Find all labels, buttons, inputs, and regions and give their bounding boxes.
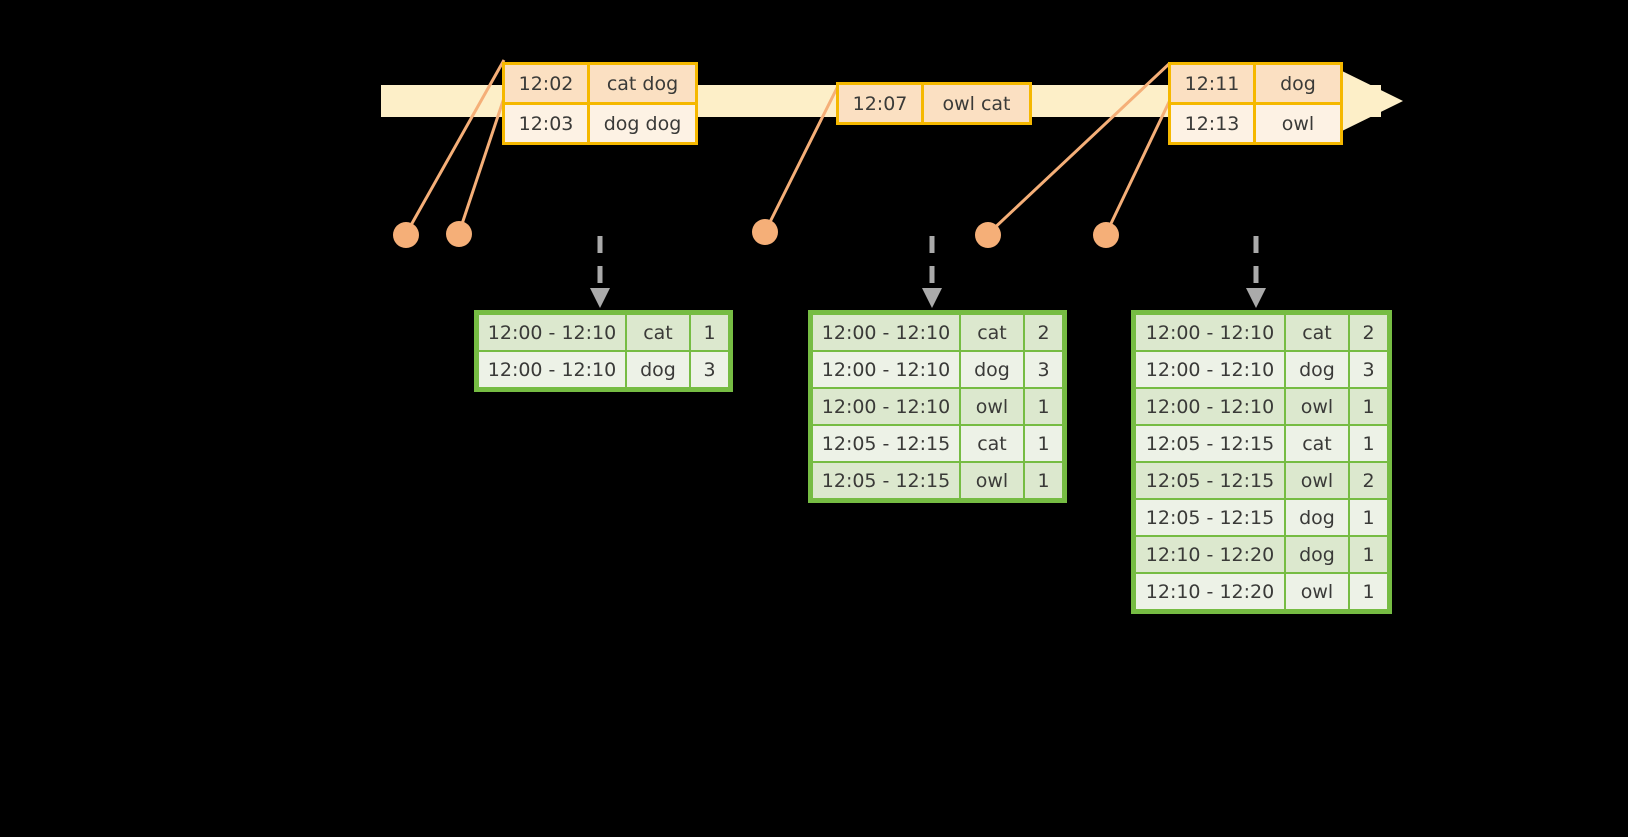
table-row: 12:00 - 12:10 cat 2 — [812, 314, 1063, 351]
cell-window: 12:05 - 12:15 — [1136, 500, 1284, 535]
snapshot-arrow-1 — [590, 236, 610, 308]
table-row: 12:00 - 12:10 owl 1 — [812, 388, 1063, 425]
cell-count: 1 — [1350, 574, 1387, 609]
connector-line-1202 — [404, 59, 506, 235]
cell-word: cat — [627, 315, 689, 350]
result-table-1: 12:00 - 12:10 cat 1 12:00 - 12:10 dog 3 — [474, 310, 733, 392]
event-time: 12:13 — [1171, 105, 1256, 142]
cell-window: 12:00 - 12:10 — [813, 315, 959, 350]
cell-count: 1 — [1350, 426, 1387, 461]
event-words: cat dog — [590, 65, 695, 102]
table-row: 12:00 - 12:10 dog 3 — [812, 351, 1063, 388]
cell-window: 12:00 - 12:10 — [813, 389, 959, 424]
result-table-3: 12:00 - 12:10 cat 2 12:00 - 12:10 dog 3 … — [1131, 310, 1392, 614]
event-dot-1203 — [446, 221, 472, 247]
cell-count: 1 — [691, 315, 728, 350]
snapshot-arrow-3 — [1246, 236, 1266, 308]
event-words: dog — [1256, 65, 1340, 102]
event-group-2: 12:07 owl cat — [836, 82, 1032, 125]
cell-count: 3 — [1025, 352, 1062, 387]
cell-word: owl — [1286, 463, 1348, 498]
event-time: 12:02 — [505, 65, 590, 102]
cell-count: 1 — [1025, 426, 1062, 461]
event-dot-1202 — [393, 222, 419, 248]
cell-word: dog — [961, 352, 1023, 387]
event-dot-1207 — [752, 219, 778, 245]
event-row: 12:11 dog — [1171, 65, 1340, 102]
event-group-1: 12:02 cat dog 12:03 dog dog — [502, 62, 698, 145]
table-row: 12:05 - 12:15 owl 2 — [1135, 462, 1388, 499]
connector-line-1213 — [1104, 99, 1172, 235]
cell-word: owl — [1286, 574, 1348, 609]
event-words: dog dog — [590, 105, 695, 142]
event-dot-1213 — [1093, 222, 1119, 248]
result-table-2: 12:00 - 12:10 cat 2 12:00 - 12:10 dog 3 … — [808, 310, 1067, 503]
table-row: 12:10 - 12:20 owl 1 — [1135, 573, 1388, 610]
cell-count: 1 — [1350, 537, 1387, 572]
cell-window: 12:05 - 12:15 — [1136, 426, 1284, 461]
cell-window: 12:10 - 12:20 — [1136, 574, 1284, 609]
cell-word: owl — [1286, 389, 1348, 424]
event-group-3: 12:11 dog 12:13 owl — [1168, 62, 1343, 145]
connector-line-1203 — [457, 97, 506, 234]
table-row: 12:05 - 12:15 cat 1 — [812, 425, 1063, 462]
table-row: 12:00 - 12:10 cat 1 — [478, 314, 729, 351]
event-time: 12:11 — [1171, 65, 1256, 102]
cell-window: 12:05 - 12:15 — [813, 426, 959, 461]
cell-word: dog — [1286, 500, 1348, 535]
table-row: 12:00 - 12:10 owl 1 — [1135, 388, 1388, 425]
cell-window: 12:10 - 12:20 — [1136, 537, 1284, 572]
cell-word: cat — [1286, 315, 1348, 350]
cell-window: 12:05 - 12:15 — [1136, 463, 1284, 498]
cell-count: 1 — [1025, 463, 1062, 498]
cell-window: 12:00 - 12:10 — [1136, 389, 1284, 424]
cell-window: 12:00 - 12:10 — [1136, 352, 1284, 387]
cell-window: 12:00 - 12:10 — [479, 315, 625, 350]
event-dot-1211 — [975, 222, 1001, 248]
cell-count: 1 — [1350, 500, 1387, 535]
cell-word: cat — [961, 315, 1023, 350]
cell-count: 3 — [691, 352, 728, 387]
table-row: 12:00 - 12:10 dog 3 — [1135, 351, 1388, 388]
event-words: owl cat — [924, 85, 1029, 122]
table-row: 12:05 - 12:15 owl 1 — [812, 462, 1063, 499]
event-row: 12:02 cat dog — [505, 65, 695, 102]
table-row: 12:10 - 12:20 dog 1 — [1135, 536, 1388, 573]
cell-window: 12:05 - 12:15 — [813, 463, 959, 498]
event-row: 12:03 dog dog — [505, 102, 695, 142]
cell-count: 3 — [1350, 352, 1387, 387]
event-time: 12:03 — [505, 105, 590, 142]
table-row: 12:05 - 12:15 cat 1 — [1135, 425, 1388, 462]
snapshot-arrow-2 — [922, 236, 942, 308]
event-words: owl — [1256, 105, 1340, 142]
snapshot-arrows — [590, 236, 1266, 308]
cell-word: owl — [961, 389, 1023, 424]
cell-count: 2 — [1350, 463, 1387, 498]
cell-count: 1 — [1350, 389, 1387, 424]
table-row: 12:00 - 12:10 cat 2 — [1135, 314, 1388, 351]
event-dots — [393, 219, 1119, 248]
cell-window: 12:00 - 12:10 — [813, 352, 959, 387]
cell-window: 12:00 - 12:10 — [479, 352, 625, 387]
cell-word: owl — [961, 463, 1023, 498]
cell-word: cat — [961, 426, 1023, 461]
cell-count: 2 — [1350, 315, 1387, 350]
event-time: 12:07 — [839, 85, 924, 122]
cell-word: cat — [1286, 426, 1348, 461]
cell-word: dog — [1286, 352, 1348, 387]
table-row: 12:05 - 12:15 dog 1 — [1135, 499, 1388, 536]
cell-window: 12:00 - 12:10 — [1136, 315, 1284, 350]
connector-line-1207 — [763, 85, 840, 233]
event-row: 12:07 owl cat — [839, 85, 1029, 122]
cell-word: dog — [627, 352, 689, 387]
cell-word: dog — [1286, 537, 1348, 572]
cell-count: 2 — [1025, 315, 1062, 350]
event-row: 12:13 owl — [1171, 102, 1340, 142]
table-row: 12:00 - 12:10 dog 3 — [478, 351, 729, 388]
cell-count: 1 — [1025, 389, 1062, 424]
